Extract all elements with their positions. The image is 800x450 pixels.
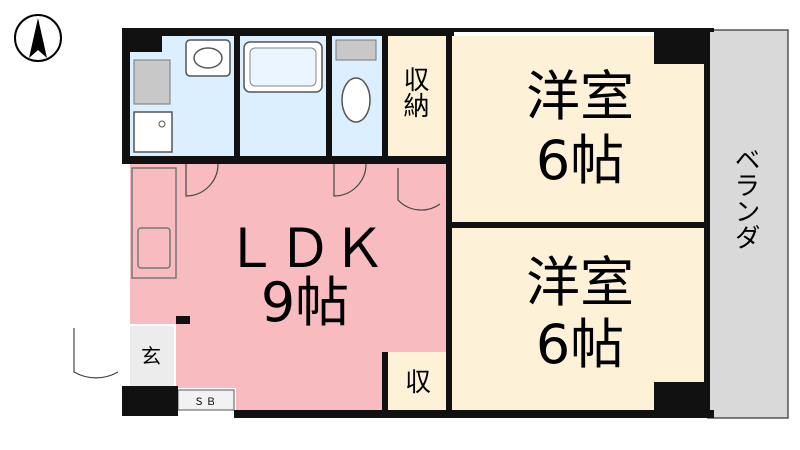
- washer-drain: [158, 120, 166, 128]
- entrance-floor: [130, 326, 174, 388]
- western-room-2-size: 6帖: [535, 313, 625, 376]
- bathtub-inner: [249, 47, 317, 87]
- storage-2-label: 収: [404, 368, 431, 398]
- western-room-1-floor: [450, 36, 708, 224]
- ldk-size: 9帖: [260, 271, 350, 334]
- western-room-2-floor: [450, 228, 708, 410]
- shoe-box-label: ＳＢ: [194, 397, 218, 408]
- sink-bowl: [193, 47, 223, 69]
- ldk-floor: [130, 164, 446, 410]
- entrance-label: 玄: [141, 344, 161, 368]
- western-room-1-label: 洋室: [526, 65, 634, 128]
- storage-1-floor: [386, 36, 446, 158]
- balcony-area: [707, 29, 789, 419]
- door-swings: [73, 163, 441, 379]
- toilet-tank: [335, 39, 377, 61]
- toilet-bowl: [341, 77, 371, 123]
- walls: [122, 28, 714, 418]
- washer-pan: [133, 111, 173, 153]
- western-room-1-size: 6帖: [535, 129, 625, 192]
- kitchen-counter: [131, 167, 177, 279]
- storage-2-floor: [386, 352, 446, 410]
- north-arrow-icon: [14, 14, 62, 62]
- shelf-gray-1: [133, 59, 171, 105]
- kitchen-sink: [137, 227, 171, 269]
- storage-1-label: 収納: [399, 66, 429, 118]
- ldk-label: ＬＤＫ: [224, 217, 386, 280]
- western-room-2-label: 洋室: [526, 251, 634, 314]
- balcony-label: ベランダ: [730, 146, 760, 250]
